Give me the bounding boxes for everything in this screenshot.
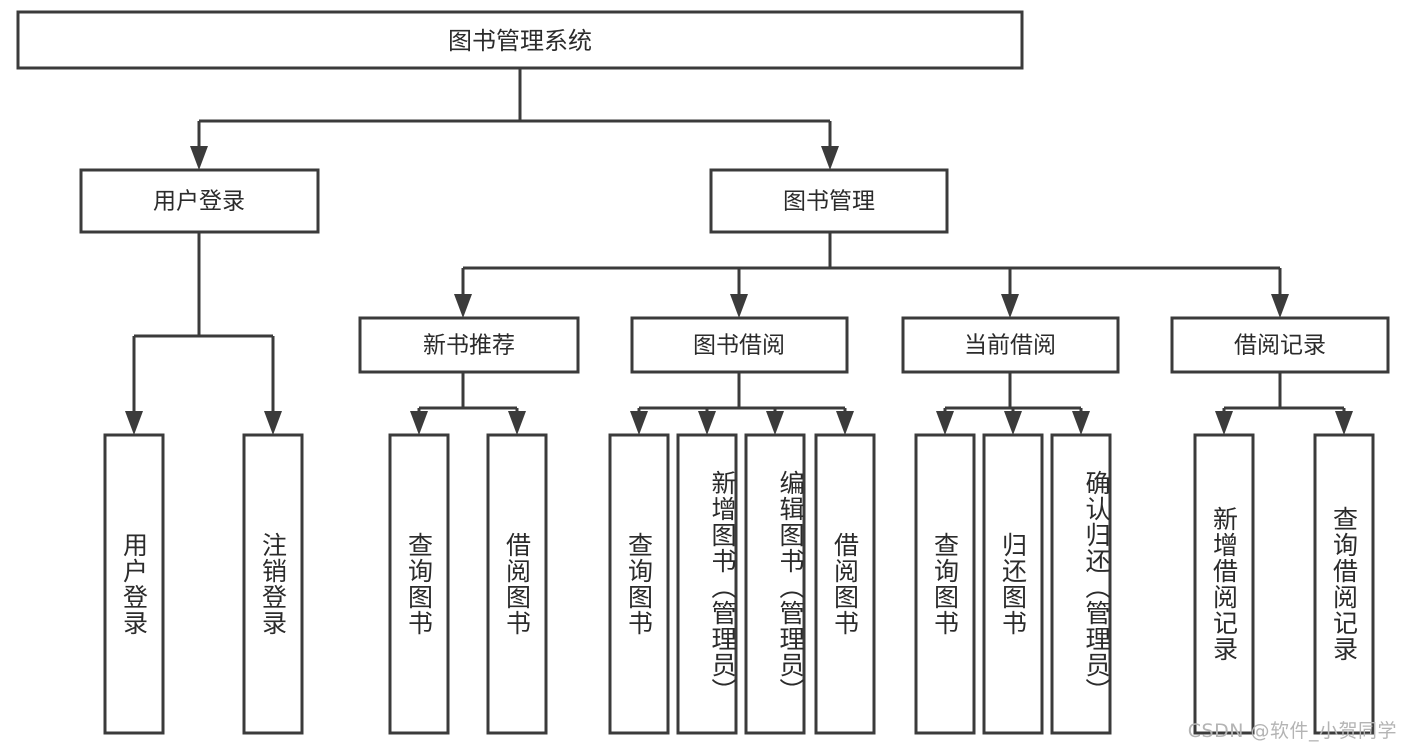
new-book-recommend-box[interactable]: [358, 316, 580, 374]
leaf-box-logout[interactable]: [242, 433, 304, 735]
arrow-userlogin-to-leaf-2: [264, 411, 282, 435]
edge-group-currentborrow-to-leaves: [936, 372, 1090, 435]
arrow-bookborrow-to-leaf-3: [766, 411, 784, 435]
arrow-bookborrow-to-leaf-4: [836, 411, 854, 435]
user-login-box[interactable]: [79, 168, 320, 234]
arrow-recommend-to-leaf-1: [410, 411, 428, 435]
leaf-box-user-login[interactable]: [103, 433, 165, 735]
arrow-to-new-book-recommend: [454, 294, 472, 318]
arrow-to-current-borrow: [1001, 294, 1019, 318]
edge-group-recommend-to-leaves: [410, 372, 526, 435]
arrow-currentborrow-to-leaf-1: [936, 411, 954, 435]
arrow-to-borrow-record: [1271, 294, 1289, 318]
edge-group-bookborrow-to-leaves: [630, 372, 854, 435]
arrow-currentborrow-to-leaf-2: [1004, 411, 1022, 435]
node-root-system[interactable]: 图书管理系统: [16, 10, 1024, 70]
node-borrow-record[interactable]: 借阅记录: [1170, 316, 1390, 374]
edge-group-userlogin-to-leaves: [125, 232, 282, 435]
borrow-record-label: 借阅记录: [1234, 333, 1326, 359]
arrow-bookborrow-to-leaf-1: [630, 411, 648, 435]
book-borrow-label: 图书借阅: [693, 333, 785, 359]
leaf-box-query-book-current[interactable]: [914, 433, 976, 735]
arrow-borrowrecord-to-leaf-2: [1335, 411, 1353, 435]
book-management-box[interactable]: [709, 168, 949, 234]
book-management-label: 图书管理: [783, 189, 875, 215]
arrow-to-book-borrow: [730, 294, 748, 318]
leaf-box-return-book[interactable]: [982, 433, 1044, 735]
root-label: 图书管理系统: [448, 27, 592, 55]
leaf-box-borrow-book[interactable]: [814, 433, 876, 735]
leaf-box-query-book-rec[interactable]: [388, 433, 450, 735]
current-borrow-label: 当前借阅: [964, 333, 1056, 359]
node-current-borrow[interactable]: 当前借阅: [901, 316, 1120, 374]
leaf-box-borrow-book-rec[interactable]: [486, 433, 548, 735]
arrow-userlogin-to-leaf-1: [125, 411, 143, 435]
edge-group-root-to-level2: [190, 68, 839, 170]
leaf-box-add-borrow-record[interactable]: [1193, 433, 1255, 735]
leaf-boxes-group: [103, 433, 1375, 735]
node-user-login[interactable]: 用户登录: [79, 168, 320, 234]
user-login-label: 用户登录: [153, 189, 245, 215]
current-borrow-box[interactable]: [901, 316, 1120, 374]
arrow-borrowrecord-to-leaf-1: [1215, 411, 1233, 435]
borrow-record-box[interactable]: [1170, 316, 1390, 374]
edge-group-borrowrecord-to-leaves: [1215, 372, 1353, 435]
edge-group-bookmgmt-to-level3: [454, 232, 1289, 318]
node-book-management[interactable]: 图书管理: [709, 168, 949, 234]
arrow-root-to-book-mgmt: [821, 146, 839, 170]
book-borrow-box[interactable]: [630, 316, 849, 374]
csdn-watermark: CSDN @软件_小贺同学: [1187, 720, 1397, 742]
arrow-bookborrow-to-leaf-2: [698, 411, 716, 435]
leaf-box-edit-book-admin[interactable]: [744, 433, 806, 735]
node-new-book-recommend[interactable]: 新书推荐: [358, 316, 580, 374]
leaf-box-add-book-admin[interactable]: [676, 433, 738, 735]
arrow-root-to-user-login: [190, 146, 208, 170]
new-book-recommend-label: 新书推荐: [423, 333, 515, 359]
leaf-box-query-borrow-record[interactable]: [1313, 433, 1375, 735]
arrow-recommend-to-leaf-2: [508, 411, 526, 435]
node-book-borrow[interactable]: 图书借阅: [630, 316, 849, 374]
arrow-currentborrow-to-leaf-3: [1072, 411, 1090, 435]
root-box[interactable]: [16, 10, 1024, 70]
leaf-box-confirm-return-admin[interactable]: [1050, 433, 1112, 735]
leaf-box-query-book-borrow[interactable]: [608, 433, 670, 735]
